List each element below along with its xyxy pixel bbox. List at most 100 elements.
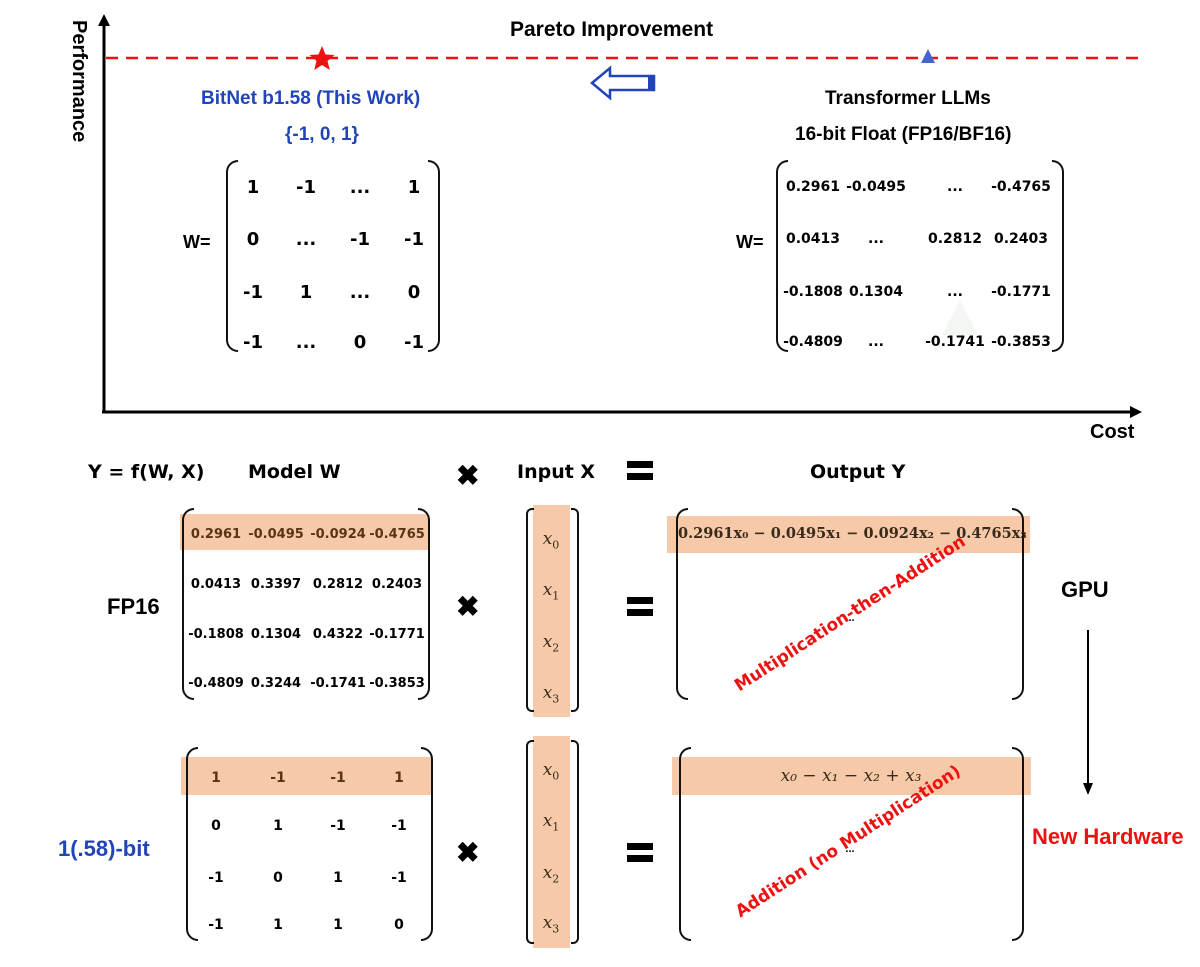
matrix-cell: 0.0413 xyxy=(190,577,242,592)
input-vector-entry: x1 xyxy=(543,811,560,833)
matrix-cell: -0.4765 xyxy=(991,179,1051,195)
matrix-cell: 0 xyxy=(407,282,421,303)
output-y-header: Output Y xyxy=(810,461,906,483)
fp16-output-row: 0.2961x₀ − 0.0495x₁ − 0.0924x₂ − 0.4765x… xyxy=(678,525,1027,542)
new-hardware-label-line1: New Hardware xyxy=(1032,823,1184,851)
vector-right-bracket xyxy=(571,740,579,944)
input-vector-entry: x0 xyxy=(543,529,560,551)
matrix-cell: -1 xyxy=(296,177,316,198)
matrix-cell: -1 xyxy=(330,818,346,834)
matrix-cell: -1 xyxy=(243,332,263,353)
matrix-cell: 1 xyxy=(299,282,313,303)
matrix-cell: 1 xyxy=(394,770,404,786)
matrix-cell: 1 xyxy=(273,917,283,933)
bitnet-value-set: {-1, 0, 1} xyxy=(285,124,359,145)
matrix-cell: -0.1771 xyxy=(991,284,1051,300)
matrix-cell: 0.3397 xyxy=(250,577,302,592)
matrix-cell: ... xyxy=(349,177,371,198)
variable-symbol: x xyxy=(542,760,553,780)
variable-subscript: 0 xyxy=(552,769,560,783)
star-icon xyxy=(309,46,335,70)
matrix-cell: -1 xyxy=(208,870,224,886)
matrix-right-bracket xyxy=(428,160,440,352)
variable-subscript: 1 xyxy=(552,589,560,603)
variable-subscript: 2 xyxy=(552,641,560,655)
input-vector-entry: x3 xyxy=(543,913,560,935)
input-vector-entry: x3 xyxy=(543,683,560,705)
matrix-cell: -1 xyxy=(350,229,370,250)
matrix-cell: ... xyxy=(947,179,963,195)
matrix-cell: 0.2812 xyxy=(927,231,983,247)
matrix-cell: -0.1808 xyxy=(188,627,244,642)
matrix-cell: 0 xyxy=(211,818,221,834)
faint-marker-shadow xyxy=(942,300,978,335)
times-icon: ✖ xyxy=(456,837,480,868)
matrix-cell: 0.2961 xyxy=(785,179,841,195)
matrix-cell: 0 xyxy=(246,229,260,250)
matrix-cell: -1 xyxy=(404,332,424,353)
ternary-label: 1(.58)-bit xyxy=(58,836,150,861)
triangle-icon xyxy=(921,49,935,63)
matrix-cell: 1 xyxy=(333,917,343,933)
new-hardware-label: New Hardware xyxy=(1032,824,1184,849)
matrix-cell: -1 xyxy=(391,818,407,834)
variable-subscript: 3 xyxy=(552,692,560,706)
matrix-cell: -0.4809 xyxy=(188,676,244,691)
matrix-cell: -0.0924 xyxy=(310,527,366,542)
ternary-row-highlight xyxy=(181,757,431,795)
matrix-cell: -0.1808 xyxy=(783,284,843,300)
variable-symbol: x xyxy=(542,580,553,600)
matrix-cell: 0.2403 xyxy=(993,231,1049,247)
x-axis-label: Cost xyxy=(1090,421,1135,443)
matrix-cell: 0 xyxy=(394,917,404,933)
variable-subscript: 2 xyxy=(552,872,560,886)
matrix-cell: 1 xyxy=(211,770,221,786)
variable-symbol: x xyxy=(542,913,553,933)
matrix-cell: -1 xyxy=(243,282,263,303)
input-x-header: Input X xyxy=(517,461,596,483)
x-axis-arrowhead xyxy=(1130,406,1142,418)
matrix-cell: -1 xyxy=(391,870,407,886)
left-arrow-icon xyxy=(590,65,656,101)
matrix-cell: 1 xyxy=(333,870,343,886)
matrix-right-bracket xyxy=(421,747,433,941)
matrix-cell: 0.2812 xyxy=(312,577,364,592)
times-icon: ✖ xyxy=(456,591,480,622)
bitnet-matrix-label: W= xyxy=(183,232,211,252)
model-w-header: Model W xyxy=(248,461,341,483)
output-left-bracket xyxy=(679,747,691,941)
y-axis-arrowhead xyxy=(98,14,110,26)
matrix-left-bracket xyxy=(226,160,238,352)
matrix-cell: 0.1304 xyxy=(250,627,302,642)
vector-right-bracket xyxy=(571,508,579,712)
gpu-label: GPU xyxy=(1061,577,1109,602)
fp16-row-highlight xyxy=(180,514,428,550)
bitnet-model-name: BitNet b1.58 (This Work) xyxy=(201,88,421,109)
transformer-precision: 16-bit Float (FP16/BF16) xyxy=(795,124,1012,145)
input-vector-highlight xyxy=(533,736,570,948)
input-vector-highlight xyxy=(533,505,570,717)
matrix-cell: ... xyxy=(295,332,317,353)
matrix-cell: 1 xyxy=(407,177,421,198)
variable-symbol: x xyxy=(542,632,553,652)
matrix-cell: 0 xyxy=(273,870,283,886)
matrix-cell: -0.4765 xyxy=(369,527,425,542)
chart-title: Pareto Improvement xyxy=(510,18,714,41)
matrix-cell: 0.0413 xyxy=(785,231,841,247)
matrix-cell: -0.3853 xyxy=(369,676,425,691)
ternary-output-row: x₀ − x₁ − x₂ + x₃ xyxy=(780,766,922,786)
times-icon: ✖ xyxy=(456,460,480,491)
matrix-cell: -0.1771 xyxy=(369,627,425,642)
transformer-model-name: Transformer LLMs xyxy=(825,88,991,109)
matrix-cell: 0.2961 xyxy=(190,527,242,542)
transformer-matrix-label: W= xyxy=(736,232,764,252)
matrix-cell: -0.0495 xyxy=(248,527,304,542)
variable-symbol: x xyxy=(542,863,553,883)
output-right-bracket xyxy=(1012,747,1024,941)
matrix-cell: -1 xyxy=(404,229,424,250)
output-ellipsis: ... xyxy=(845,843,855,855)
matrix-cell: 1 xyxy=(246,177,260,198)
down-arrow-icon xyxy=(1083,630,1093,795)
matrix-cell: ... xyxy=(868,334,884,350)
matrix-cell: -1 xyxy=(270,770,286,786)
